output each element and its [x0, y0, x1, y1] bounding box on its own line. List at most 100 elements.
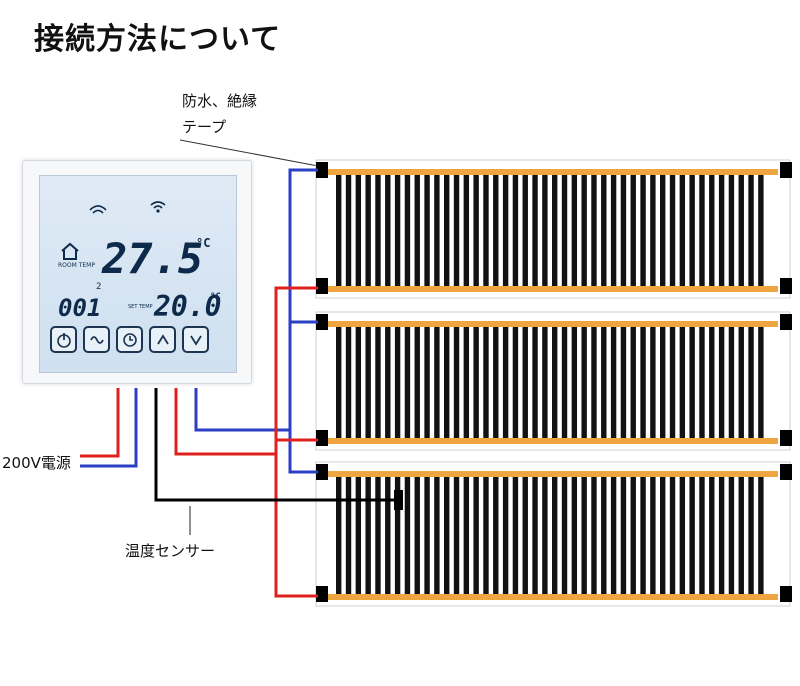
terminal-clamp — [780, 314, 792, 330]
power-label: 200V電源 — [2, 454, 71, 472]
power-icon — [56, 332, 71, 348]
heating-strip — [601, 327, 607, 438]
heating-strip — [473, 175, 479, 286]
sub-value: 2 — [96, 282, 102, 292]
heating-strip — [630, 175, 636, 286]
heating-strip — [463, 327, 470, 438]
tape-leader-line — [179, 139, 319, 167]
terminal-clamp — [780, 278, 792, 294]
button-row — [50, 326, 209, 353]
heating-strip — [473, 477, 479, 594]
program-number: 001 — [58, 294, 102, 322]
heating-strip — [385, 477, 391, 594]
heating-strip — [385, 175, 391, 286]
top-electrode-band — [328, 471, 778, 477]
heating-strip — [493, 477, 499, 594]
heating-strip — [542, 477, 548, 594]
heater-panel-2 — [315, 311, 792, 451]
heating-strip — [522, 477, 528, 594]
thermostat-screen: ROOM TEMP 27.5 °C 2 001 SET TEMP 20.0 °C — [39, 175, 237, 373]
heating-strip — [709, 175, 715, 286]
top-electrode-band — [328, 169, 778, 175]
heating-strip — [601, 175, 607, 286]
tape-label-line1: 防水、絶縁 — [182, 92, 258, 110]
heating-strip — [728, 327, 735, 438]
heating-strip — [552, 477, 558, 594]
heating-strip — [444, 477, 450, 594]
heating-strip — [336, 327, 342, 438]
heating-strip — [738, 175, 744, 286]
heating-strip — [758, 175, 764, 286]
heating-strip — [394, 175, 401, 286]
heating-strip — [365, 477, 371, 594]
power-button[interactable] — [50, 326, 77, 353]
heating-strip — [699, 175, 705, 286]
down-button[interactable] — [182, 326, 209, 353]
terminal-clamp — [316, 314, 328, 330]
heating-strip — [493, 175, 499, 286]
heating-strip — [375, 327, 381, 438]
heating-strip — [561, 327, 568, 438]
heating-strip — [365, 327, 371, 438]
heating-strip — [571, 175, 578, 286]
clock-button[interactable] — [116, 326, 143, 353]
heating-strip — [650, 175, 656, 286]
heating-strip — [571, 327, 578, 438]
heating-strip — [679, 175, 686, 286]
terminal-clamp — [780, 586, 792, 602]
heating-strip — [718, 327, 725, 438]
heating-strip — [424, 175, 430, 286]
heating-strip — [728, 175, 735, 286]
heating-strip — [394, 477, 401, 594]
heating-strip — [571, 477, 578, 594]
set-temp-value: 20.0 — [154, 290, 222, 323]
heating-strip — [434, 477, 440, 594]
heating-strip — [532, 327, 538, 438]
heating-strip — [502, 175, 509, 286]
heating-strip — [669, 477, 676, 594]
heating-strip — [552, 327, 558, 438]
terminal-clamp — [780, 430, 792, 446]
heating-strip — [610, 327, 617, 438]
neutral-wire — [80, 168, 318, 474]
heating-strip — [581, 175, 587, 286]
up-button[interactable] — [149, 326, 176, 353]
heating-strip — [640, 175, 646, 286]
heating-strip — [355, 175, 362, 286]
heating-strip — [345, 477, 352, 594]
heating-strip — [748, 477, 754, 594]
heating-strip — [689, 175, 695, 286]
heating-strip — [620, 175, 627, 286]
mode-button[interactable] — [83, 326, 110, 353]
set-temp-unit: °C — [210, 292, 221, 302]
heating-strip — [758, 477, 764, 594]
heating-strip — [591, 477, 597, 594]
heating-strip — [404, 477, 411, 594]
heating-strip — [610, 477, 617, 594]
wifi-icon — [150, 201, 166, 213]
heating-strip — [473, 327, 479, 438]
heating-strip — [493, 327, 499, 438]
heating-strip — [630, 327, 636, 438]
live-wire — [80, 286, 318, 598]
bottom-electrode-band — [328, 594, 778, 600]
heating-strip — [552, 175, 558, 286]
terminal-clamp — [316, 464, 328, 480]
heating-strip — [660, 327, 666, 438]
set-temp-label: SET TEMP — [128, 304, 153, 310]
heating-strip — [581, 327, 587, 438]
up-arrow-icon — [156, 333, 169, 344]
heating-strip — [630, 477, 636, 594]
heating-strip — [522, 175, 528, 286]
heating-strip — [738, 327, 744, 438]
page-title: 接続方法について — [34, 22, 282, 57]
room-temp-label: ROOM TEMP — [58, 262, 95, 269]
heating-strip — [748, 175, 754, 286]
terminal-clamp — [316, 162, 328, 178]
heating-strip — [414, 175, 420, 286]
heating-strip — [483, 327, 489, 438]
clock-icon — [122, 332, 137, 347]
heating-strip — [394, 327, 401, 438]
heating-strip — [414, 327, 420, 438]
